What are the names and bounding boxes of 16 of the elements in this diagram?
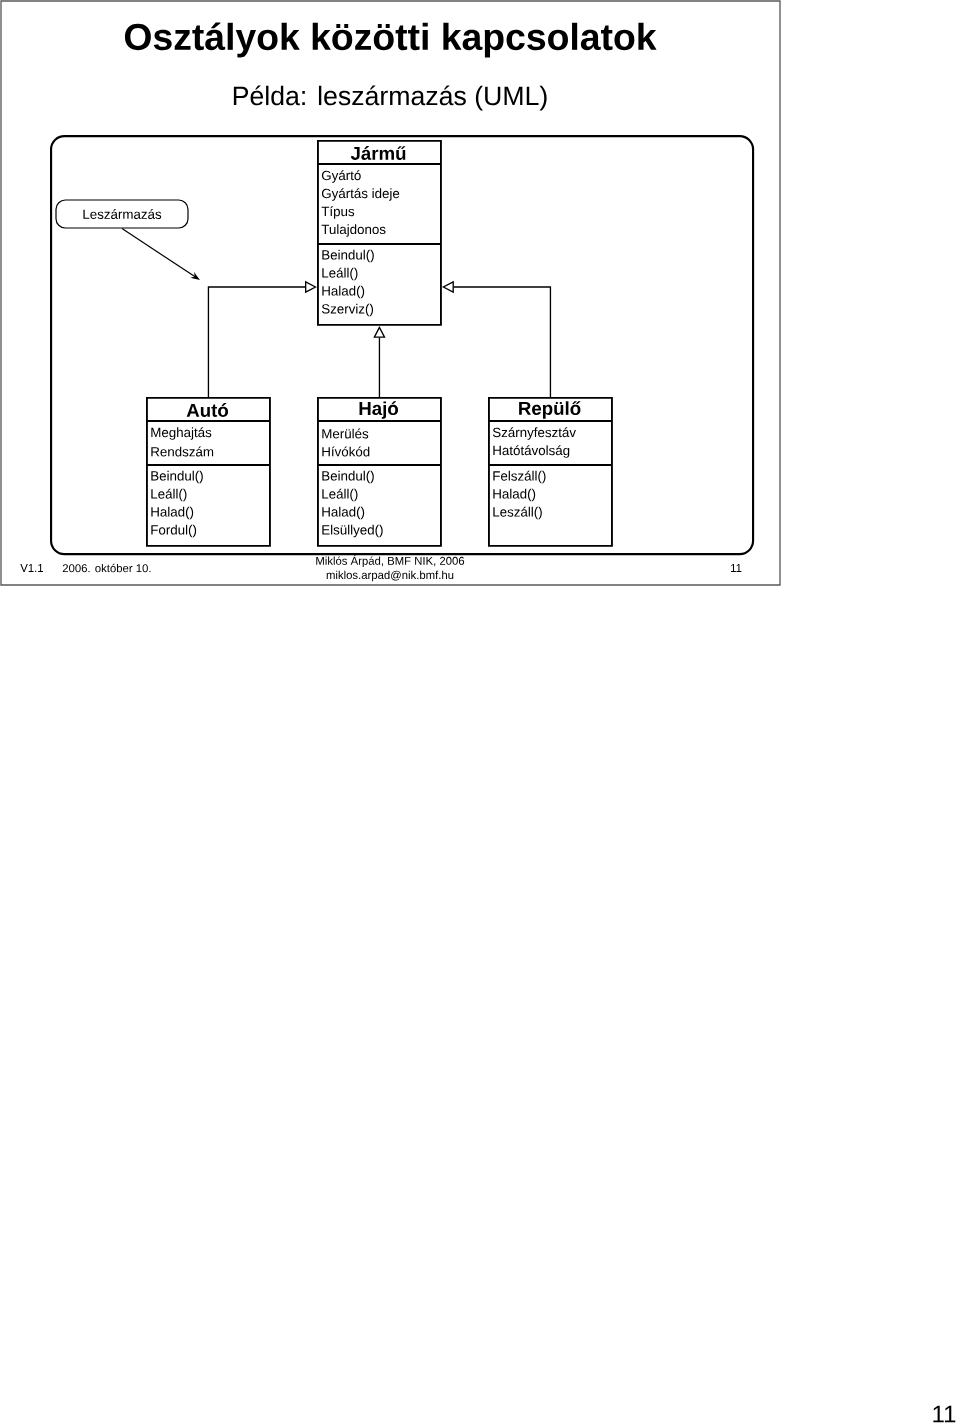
class-box: Autó Meghajtás Rendszám Beindul() Leáll() Halad() Fordul() [145,397,271,547]
version-number: V1.1 [20,564,44,572]
slide-title: Osztályok közötti kapcsolatok [124,22,657,58]
page-number: 11 [933,1405,956,1423]
leader-line [121,228,200,280]
class-box: Hajó Merülés Hívókód Beindul() Leáll() Halad() Elsüllyed() [316,397,442,547]
footer-date: 2006. október 10. [62,563,151,573]
slide-number: 11 [731,564,742,572]
inheritance-arrow [207,280,317,398]
footer-email: miklos.arpad@nik.bmf.hu [326,570,454,582]
footer-author: Miklós Árpád, BMF NIK, 2006 [316,554,465,568]
panel-frame [50,135,755,556]
class-box: Repülő Szárnyfesztáv Hatótávolság Felszáll() Halad() Leszáll() [487,397,613,547]
subtitle: Példa: leszármazás (UML) [233,85,547,111]
class-box: Jármű Gyártó Gyártás ideje Típus Tulajdonos Beindul() Leáll() Halad() Szerviz() [316,140,442,326]
note-box: Leszármazás [55,199,189,229]
